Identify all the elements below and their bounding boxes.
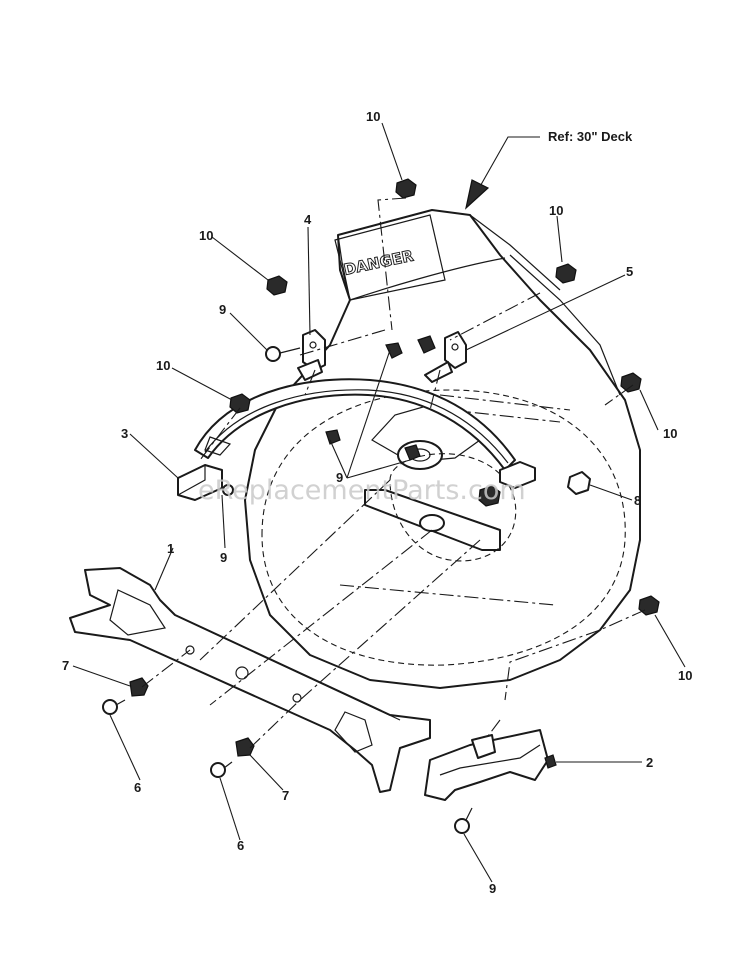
front-baffle	[194, 378, 516, 471]
callout-6: 6	[237, 838, 244, 853]
part-5-bracket	[424, 331, 467, 383]
mower-deck-housing	[244, 209, 641, 689]
watermark: eReplacementParts.com	[198, 475, 526, 506]
callout-5: 5	[626, 264, 633, 279]
part-4-bracket	[297, 329, 326, 381]
reference-label: Ref: 30" Deck	[548, 129, 633, 144]
callout-10: 10	[156, 358, 170, 373]
callout-10: 10	[366, 109, 380, 124]
callout-9: 9	[219, 302, 226, 317]
callout-8: 8	[634, 493, 641, 508]
callout-10: 10	[663, 426, 677, 441]
part-1-blade	[69, 567, 431, 793]
callout-6: 6	[134, 780, 141, 795]
callouts: 10 10 4 10 5 9 10 10 3 9 8 9 1 7 10 2 6 …	[62, 109, 692, 896]
reference-arrow	[465, 136, 540, 210]
callout-9: 9	[336, 470, 343, 485]
callout-1: 1	[167, 541, 174, 556]
baffle-end-bracket	[499, 461, 536, 489]
callout-2: 2	[646, 755, 653, 770]
callout-7: 7	[62, 658, 69, 673]
callout-10: 10	[678, 668, 692, 683]
callout-9: 9	[220, 550, 227, 565]
decal-text: DANGER	[342, 247, 415, 279]
part-2-skid	[424, 729, 549, 801]
callout-9: 9	[489, 881, 496, 896]
callout-10: 10	[199, 228, 213, 243]
callout-10: 10	[549, 203, 563, 218]
hardware	[102, 178, 660, 834]
callout-3: 3	[121, 426, 128, 441]
leader-lines	[72, 122, 686, 883]
part-3-bracket	[177, 436, 232, 501]
callout-7: 7	[282, 788, 289, 803]
alignment-lines	[141, 197, 646, 749]
callout-4: 4	[304, 212, 312, 227]
